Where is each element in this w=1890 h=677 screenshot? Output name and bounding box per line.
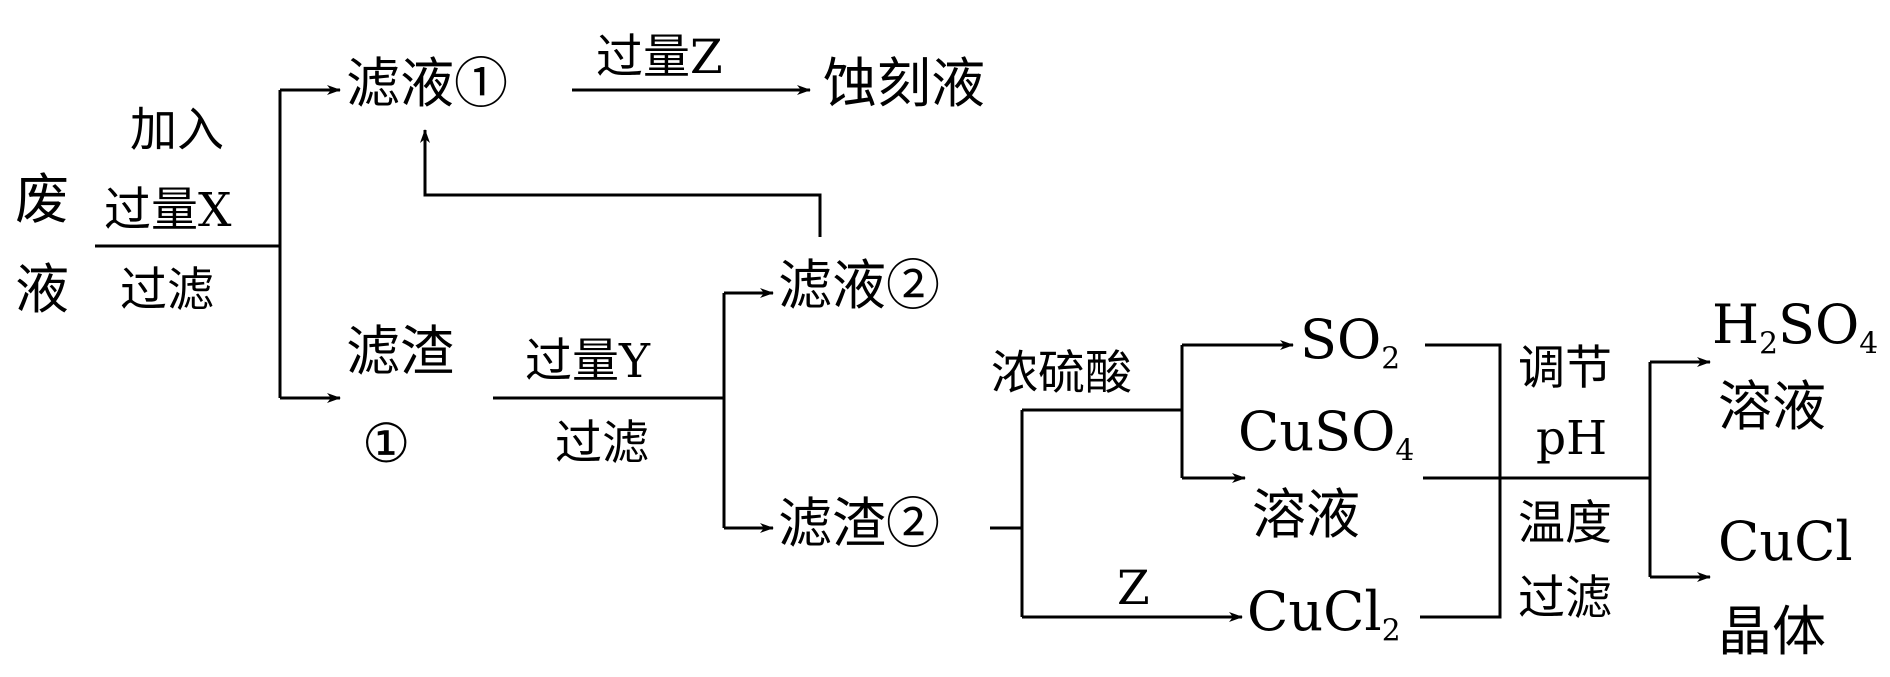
- so2-node: SO2: [1300, 313, 1400, 374]
- cucl2-node: CuCl2: [1247, 585, 1401, 646]
- excess-x-label: 过量X: [104, 183, 232, 238]
- h2so4-sub2: 2: [1759, 326, 1778, 362]
- residue1-node: 滤渣: [346, 320, 454, 383]
- adjust-label: 调节: [1518, 341, 1612, 396]
- so2-merge-line: [1425, 343, 1502, 478]
- cuso4-text: CuSO: [1238, 400, 1396, 463]
- cucl2-merge-line: [1420, 478, 1502, 619]
- cucl-node: CuCl: [1718, 510, 1853, 573]
- filter3-label: 过滤: [1518, 571, 1612, 626]
- cuso4-solution-label: 溶液: [1252, 483, 1360, 546]
- h2so4-sub4: 4: [1859, 326, 1879, 362]
- h2so4-h: H: [1712, 293, 1760, 356]
- h2so4-node: H2SO4: [1712, 298, 1878, 359]
- h2so4-so: SO: [1777, 293, 1860, 356]
- cucl2-text: CuCl: [1247, 580, 1382, 643]
- filtrate1-node: 滤液①: [346, 52, 508, 115]
- so2-subscript: 2: [1381, 341, 1401, 377]
- ph-label: pH: [1536, 411, 1608, 466]
- so2-text: SO: [1300, 308, 1382, 371]
- z-label: Z: [1117, 561, 1150, 616]
- conc-h2so4-label: 浓硫酸: [991, 346, 1132, 401]
- excess-z-label: 过量Z: [596, 30, 723, 85]
- add-label: 加入: [130, 103, 224, 158]
- filter2-label: 过滤: [555, 416, 649, 471]
- cuso4-subscript: 4: [1395, 433, 1415, 469]
- cucl-crystal-label: 晶体: [1718, 600, 1826, 663]
- waste-liquid-char2: 液: [15, 258, 69, 321]
- cuso4-node: CuSO4: [1238, 405, 1414, 466]
- temperature-label: 温度: [1518, 496, 1612, 551]
- cucl2-subscript: 2: [1381, 613, 1401, 649]
- residue1-number: ①: [362, 412, 411, 475]
- h2so4-solution-label: 溶液: [1718, 375, 1826, 438]
- etchant-node: 蚀刻液: [823, 52, 985, 115]
- excess-y-label: 过量Y: [525, 334, 651, 389]
- filter1-label: 过滤: [120, 263, 214, 318]
- filtrate2-node: 滤液②: [778, 254, 940, 317]
- recycle-line: [420, 129, 822, 237]
- waste-liquid-char1: 废: [15, 168, 69, 231]
- residue2-node: 滤渣②: [778, 492, 940, 555]
